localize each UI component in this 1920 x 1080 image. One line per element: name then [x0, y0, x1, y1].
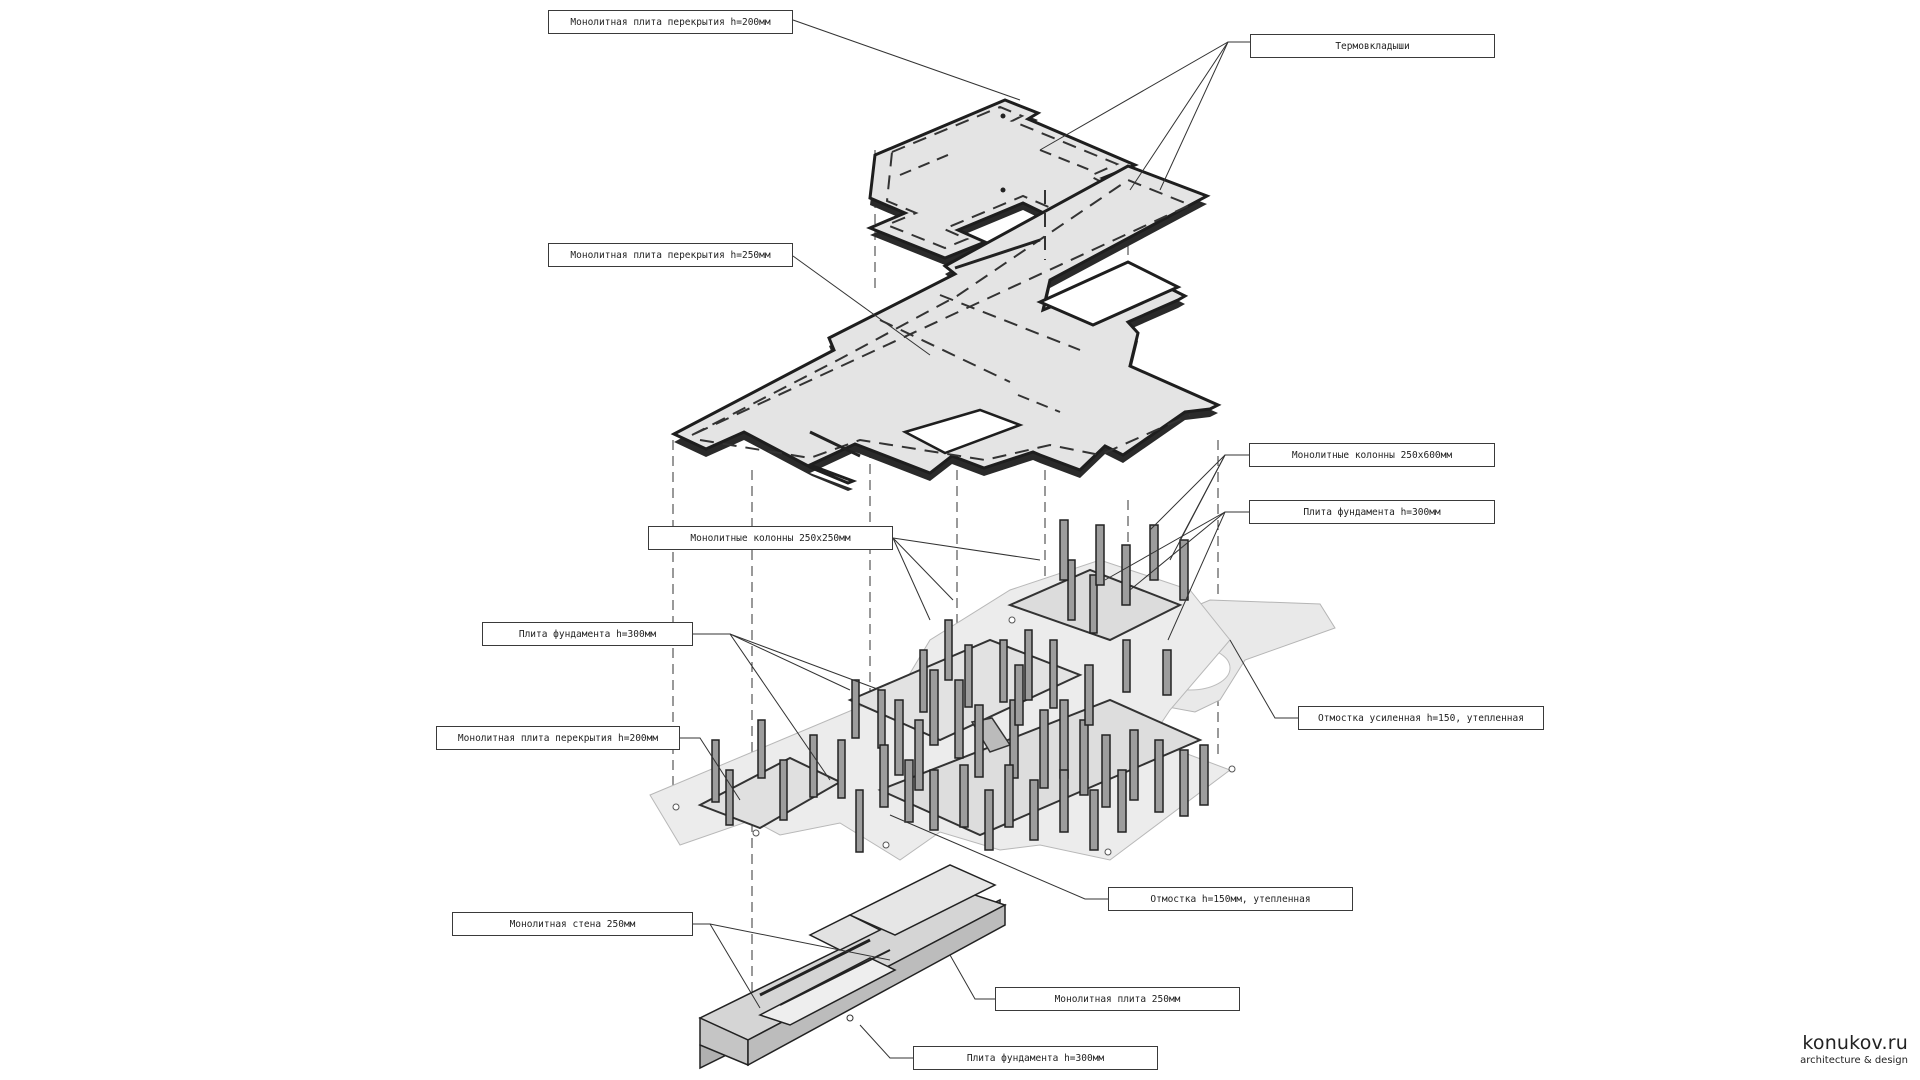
label-columns-250x250: Монолитные колонны 250х250мм — [648, 526, 893, 550]
basement — [698, 864, 1007, 1070]
brand-tagline: architecture & design — [1800, 1055, 1908, 1066]
label-slab-lower: Монолитная плита перекрытия h=200мм — [436, 726, 680, 750]
label-slab-mid: Монолитная плита перекрытия h=250мм — [548, 243, 793, 267]
label-columns-250x600: Монолитные колонны 250х600мм — [1249, 443, 1495, 467]
brand-logo: konukov.ru architecture & design — [1800, 1032, 1908, 1066]
leader-lines — [680, 19, 1298, 1059]
label-blind-area-reinforced: Отмостка усиленная h=150, утепленная — [1298, 706, 1544, 730]
middle-slab — [670, 164, 1222, 491]
label-slab-top: Монолитная плита перекрытия h=200мм — [548, 10, 793, 34]
label-blind-area: Отмостка h=150мм, утепленная — [1108, 887, 1353, 911]
label-thermal-inserts: Термовкладыши — [1250, 34, 1495, 58]
top-slab — [866, 98, 1139, 265]
brand-name: konukov.ru — [1802, 1032, 1908, 1054]
columns — [711, 519, 1209, 853]
label-foundation-plate-right: Плита фундамента h=300мм — [1249, 500, 1495, 524]
label-basement-wall: Монолитная стена 250мм — [452, 912, 693, 936]
label-foundation-plate-left: Плита фундамента h=300мм — [482, 622, 693, 646]
label-basement-foundation: Плита фундамента h=300мм — [913, 1046, 1158, 1070]
label-basement-slab: Монолитная плита 250мм — [995, 987, 1240, 1011]
